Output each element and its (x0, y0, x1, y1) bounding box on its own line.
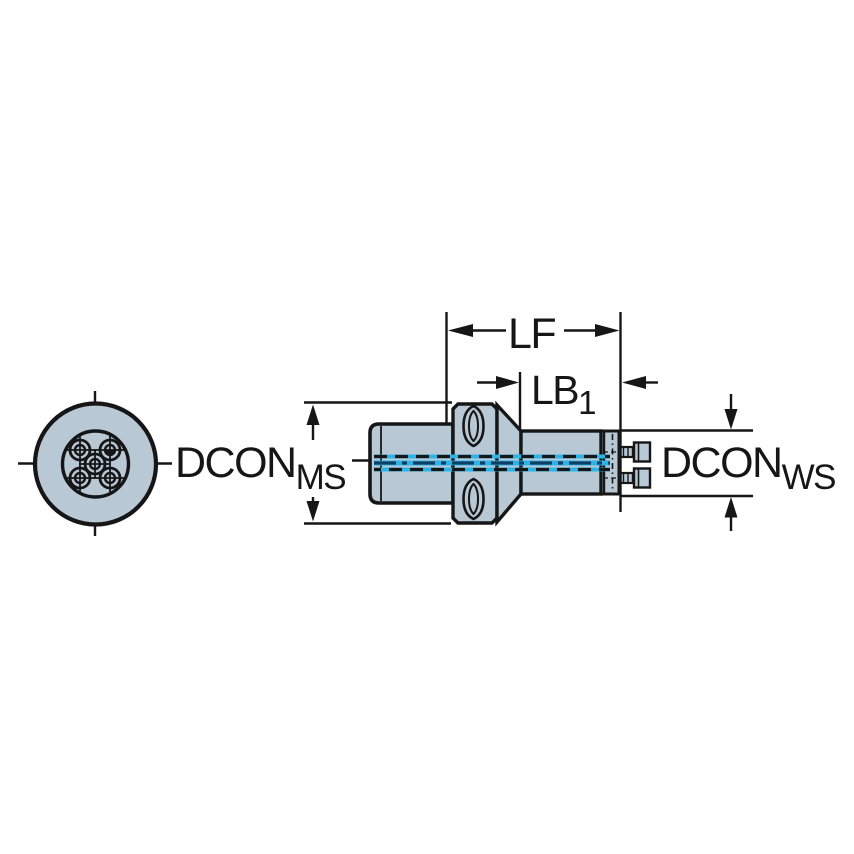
dconms-label-text: DCON (175, 439, 297, 487)
hole-outer-ring (98, 466, 122, 490)
dconms-label-subscript: MS (295, 458, 347, 497)
set-screw-slot (467, 409, 480, 443)
coolant-hole-center (80, 449, 110, 479)
dconws-label-subscript: WS (781, 458, 837, 497)
hole-inner-ring (73, 443, 87, 457)
lf-arrow-right-icon (595, 324, 620, 337)
dimensions (304, 312, 753, 531)
hole-outer-ring (83, 452, 107, 476)
clamp-screw-top (603, 441, 652, 463)
dconms-label: DCONMS (175, 439, 347, 496)
dconws-arrow-down-icon (724, 409, 738, 430)
hole-outer-ring (68, 438, 92, 462)
dconws-label-text: DCON (661, 439, 783, 487)
flange-set-screw-top (462, 404, 485, 448)
screw-head (632, 467, 652, 489)
dconws-arrow-up-icon (724, 497, 738, 518)
lf-arrow-left-icon (448, 324, 473, 337)
coolant-centerlines (374, 454, 610, 472)
clamp-screw-bottom (603, 467, 652, 489)
hole-outer-ring (98, 438, 122, 462)
dconms-arrow-down-icon (306, 501, 320, 522)
flange-set-screw-bottom (462, 477, 485, 521)
hole-inner-ring (88, 457, 102, 471)
lb1-label-text: LB (531, 367, 580, 413)
coolant-hole-bottom-right (95, 463, 125, 493)
hole-plug-icon (105, 450, 115, 455)
hole-inner-ring (73, 471, 87, 485)
set-screw-slot (467, 482, 480, 516)
dconws-label: DCONWS (661, 439, 837, 496)
hole-inner-ring (103, 471, 117, 485)
lf-label: LF (508, 310, 557, 358)
set-screw-outline (462, 404, 485, 448)
coolant-hole-top-left (65, 435, 95, 465)
front-view (18, 391, 172, 536)
lb1-label: LB1 (531, 367, 597, 420)
coolant-hole-bottom-left (65, 463, 95, 493)
set-screw-outline (462, 477, 485, 521)
dconms-arrow-up-icon (306, 404, 320, 425)
lf-label-text: LF (508, 310, 557, 358)
front-view-bolt-circle (60, 429, 131, 499)
screw-head (632, 441, 652, 463)
hole-outer-ring (68, 466, 92, 490)
side-view (368, 400, 652, 527)
coolant-hole-top-right (95, 435, 125, 465)
lb1-arrow-right-icon (622, 376, 646, 389)
lb1-label-subscript: 1 (578, 384, 596, 421)
lb1-arrow-left-icon (496, 376, 519, 389)
